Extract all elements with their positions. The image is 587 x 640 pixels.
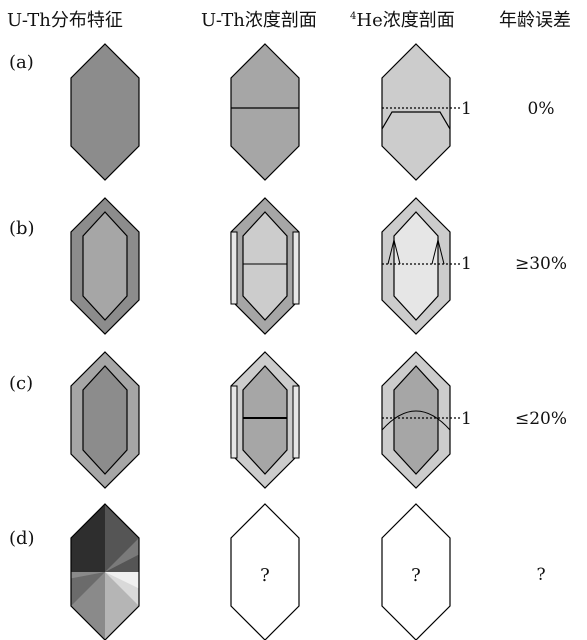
crystal-d-ut-profile: [230, 503, 300, 640]
unknown-mark-d-he: ?: [411, 565, 421, 586]
crystal-c-distribution: [70, 351, 140, 489]
row-label-c: (c): [9, 373, 34, 394]
header-he-text: He浓度剖面: [356, 10, 455, 31]
age-error-c: ≤20%: [514, 409, 568, 429]
age-error-b: ≥30%: [514, 254, 568, 274]
crystal-a-ut-profile: [230, 43, 300, 181]
profile-marker-c: 1: [461, 409, 472, 429]
crystal-a-distribution: [70, 43, 140, 181]
age-error-d: ?: [536, 565, 546, 585]
crystal-b-ut-profile: [230, 197, 300, 335]
profile-marker-a: 1: [461, 99, 472, 119]
crystal-a-he-profile: [381, 43, 462, 181]
age-error-a: 0%: [527, 99, 555, 119]
header-he-profile: 4He浓度剖面: [350, 6, 455, 32]
row-label-a: (a): [9, 52, 34, 73]
row-label-d: (d): [9, 528, 35, 549]
header-distribution: U-Th分布特征: [7, 10, 123, 31]
unknown-mark-d-ut: ?: [260, 565, 270, 586]
profile-marker-b: 1: [461, 254, 472, 274]
crystal-d-he-profile: [381, 503, 451, 640]
crystal-b-distribution: [70, 197, 140, 335]
crystal-c-ut-profile: [230, 351, 300, 489]
header-ut-profile: U-Th浓度剖面: [201, 10, 317, 31]
crystal-d-distribution: [70, 503, 140, 640]
crystal-b-he-profile: [381, 197, 462, 335]
row-label-b: (b): [9, 218, 35, 239]
crystal-c-he-profile: [381, 351, 462, 489]
header-age-error: 年龄误差: [499, 10, 571, 31]
header-he-superscript: 4: [350, 11, 357, 22]
